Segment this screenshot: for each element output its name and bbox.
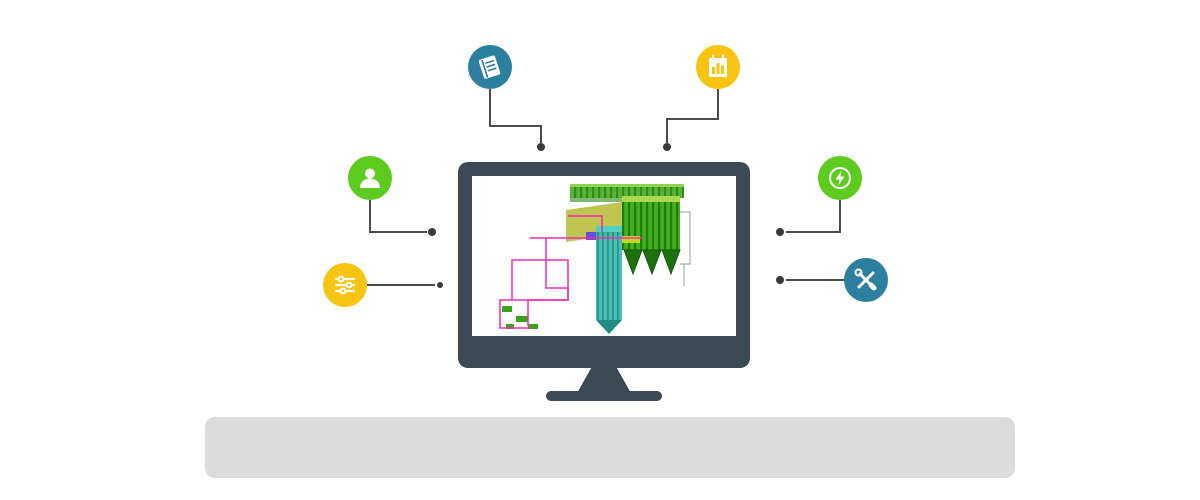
monitor-base xyxy=(546,391,662,401)
power-bolt-icon xyxy=(818,156,862,200)
connector-line-chart xyxy=(666,89,719,143)
cad-model xyxy=(499,184,691,334)
connector-dot xyxy=(663,143,671,151)
bottom-banner xyxy=(205,417,1015,478)
connector-dot xyxy=(537,143,545,151)
book-icon xyxy=(468,45,512,89)
equalizer-icon xyxy=(323,263,367,307)
connector-dot xyxy=(428,228,436,236)
monitor-screen xyxy=(472,176,736,336)
crossed-tools-icon xyxy=(844,258,888,302)
monitor xyxy=(458,162,750,368)
connector-line-energy xyxy=(786,200,841,233)
connector-dot xyxy=(776,276,784,284)
model-tower xyxy=(596,226,622,334)
bar-chart-icon xyxy=(696,45,740,89)
model-structure xyxy=(502,184,691,329)
user-icon xyxy=(348,156,392,200)
model-pipes xyxy=(499,215,642,329)
connector-line-book xyxy=(489,89,542,143)
connector-line-user xyxy=(369,200,427,233)
connector-dot xyxy=(776,228,784,236)
connector-dot xyxy=(437,282,443,288)
